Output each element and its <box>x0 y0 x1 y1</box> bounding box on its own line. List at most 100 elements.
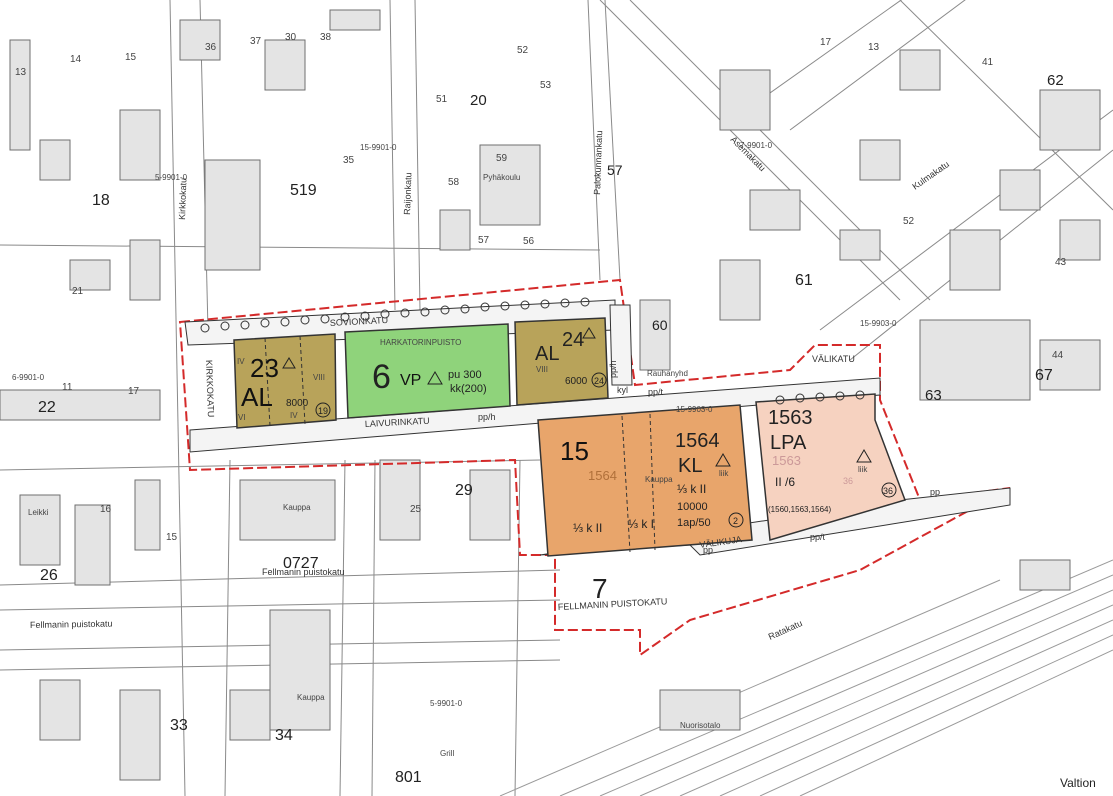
street-label: pp/t <box>810 532 826 542</box>
lpa-ghost: 1563 <box>772 453 801 468</box>
svg-text:21: 21 <box>72 286 84 297</box>
al23-floor-1: IV <box>237 357 245 366</box>
svg-text:5-9901-0: 5-9901-0 <box>155 173 188 182</box>
street-label: Raijonkatu <box>402 172 413 215</box>
al24-floor: VIII <box>536 365 548 374</box>
street-label: Fellmanin puistokatu <box>30 619 113 630</box>
svg-text:67: 67 <box>1035 367 1053 384</box>
svg-text:57: 57 <box>478 235 490 246</box>
al23-floor-4: IV <box>290 411 298 420</box>
street-label: LAIVURINKATU <box>365 416 430 429</box>
zone-al-24[interactable] <box>514 317 609 406</box>
svg-text:7-9901-0: 7-9901-0 <box>740 141 773 150</box>
railway <box>499 559 1113 796</box>
zone-lpa-1563[interactable] <box>755 393 906 541</box>
svg-text:63: 63 <box>925 387 942 404</box>
svg-text:15-9901-0: 15-9901-0 <box>360 143 397 152</box>
svg-text:41: 41 <box>982 57 994 68</box>
street-label: KIRKKOKATU <box>204 360 216 418</box>
plan-boundary <box>178 278 1011 657</box>
misc-labels: Pyhäkoulu Rauhanyhd Kauppa Kauppa Leikki… <box>12 141 897 758</box>
svg-text:Pyhäkoulu: Pyhäkoulu <box>483 173 520 182</box>
lpa-ghost-circle: 36 <box>843 476 853 486</box>
street-label: VÄLIKATU <box>812 354 855 364</box>
svg-text:Nuorisotalo: Nuorisotalo <box>680 721 721 730</box>
vp6-block: 6 <box>372 358 391 396</box>
svg-text:36: 36 <box>205 42 217 53</box>
zone-al-23[interactable] <box>233 333 337 429</box>
zone-kl-1564[interactable] <box>537 404 753 557</box>
svg-text:57: 57 <box>607 162 623 178</box>
kl1564-liik: liik <box>719 469 729 478</box>
kl1564-circle <box>728 512 744 528</box>
svg-text:22: 22 <box>38 399 56 416</box>
kl1564-f1: ⅓ k II <box>677 482 706 496</box>
kl15-f1: ⅓ k II <box>573 521 602 535</box>
al23-circle <box>315 402 331 418</box>
svg-text:44: 44 <box>1052 350 1064 361</box>
svg-text:7: 7 <box>592 573 608 604</box>
svg-text:35: 35 <box>343 155 355 166</box>
svg-text:15: 15 <box>125 52 137 63</box>
lpa-refs: (1560,1563,1564) <box>768 505 832 514</box>
kl15-ghost: 1564 <box>588 468 617 483</box>
triangle-icon <box>856 449 872 463</box>
svg-text:15: 15 <box>166 532 178 543</box>
kl1564-num: 1564 <box>675 430 720 452</box>
street-label: Kirkkokatu <box>177 178 188 220</box>
triangle-icon <box>715 453 731 467</box>
al23-code: AL <box>241 382 273 412</box>
buildings <box>0 9 1101 781</box>
al24-circle-num: 24 <box>594 376 604 386</box>
svg-text:58: 58 <box>448 177 460 188</box>
block-numbers: 13 14 15 36 37 30 38 20 51 52 53 17 13 4… <box>15 32 1096 790</box>
svg-text:25: 25 <box>410 504 422 515</box>
svg-text:11: 11 <box>62 382 73 393</box>
svg-text:5-9901-0: 5-9901-0 <box>430 699 463 708</box>
svg-text:18: 18 <box>92 192 110 209</box>
al23-floor-3: VIII <box>313 373 325 382</box>
svg-text:52: 52 <box>517 45 529 56</box>
svg-text:Valtion: Valtion <box>1060 776 1096 790</box>
svg-text:62: 62 <box>1047 72 1064 89</box>
vp6-note2: kk(200) <box>450 383 487 395</box>
vp6-code: VP <box>400 372 421 389</box>
al23-block: 23 <box>250 353 279 383</box>
kl1564-ref: 15-9903-0 <box>676 405 713 414</box>
lpa-liik: liik <box>858 465 868 474</box>
svg-text:15-9903-0: 15-9903-0 <box>860 319 897 328</box>
svg-text:60: 60 <box>652 317 668 333</box>
svg-text:37: 37 <box>250 36 262 47</box>
kl1564-circle-num: 2 <box>733 516 738 526</box>
kl15-kauppa: Kauppa <box>645 475 673 484</box>
al23-area: 8000 <box>286 398 309 409</box>
zone-vp-6[interactable] <box>344 323 511 419</box>
street-label: pp <box>930 487 940 497</box>
kl1564-code: KL <box>678 455 702 477</box>
triangle-icon <box>282 357 296 369</box>
lpa-num: 1563 <box>768 407 813 429</box>
svg-text:14: 14 <box>70 54 82 65</box>
street-label: Fellmanin puistokatu <box>262 567 345 577</box>
svg-text:53: 53 <box>540 80 552 91</box>
al24-circle <box>591 372 607 388</box>
svg-text:Rauhanyhd: Rauhanyhd <box>647 369 688 378</box>
kl15-f2: ⅓ k I <box>628 517 654 531</box>
svg-text:17: 17 <box>820 37 832 48</box>
svg-text:17: 17 <box>128 386 140 397</box>
svg-text:43: 43 <box>1055 257 1067 268</box>
svg-text:59: 59 <box>496 153 508 164</box>
svg-text:0727: 0727 <box>283 555 319 572</box>
triangle-icon <box>582 327 596 339</box>
svg-text:38: 38 <box>320 32 332 43</box>
svg-text:519: 519 <box>290 182 317 199</box>
street-label: Palokunnankatu <box>592 130 604 195</box>
lpa-code: LPA <box>770 432 807 454</box>
svg-text:801: 801 <box>395 769 422 786</box>
al23-circle-num: 19 <box>318 406 328 416</box>
svg-text:29: 29 <box>455 482 473 499</box>
svg-text:13: 13 <box>15 67 27 78</box>
svg-text:51: 51 <box>436 94 448 105</box>
kl1564-area: 10000 <box>677 501 708 513</box>
